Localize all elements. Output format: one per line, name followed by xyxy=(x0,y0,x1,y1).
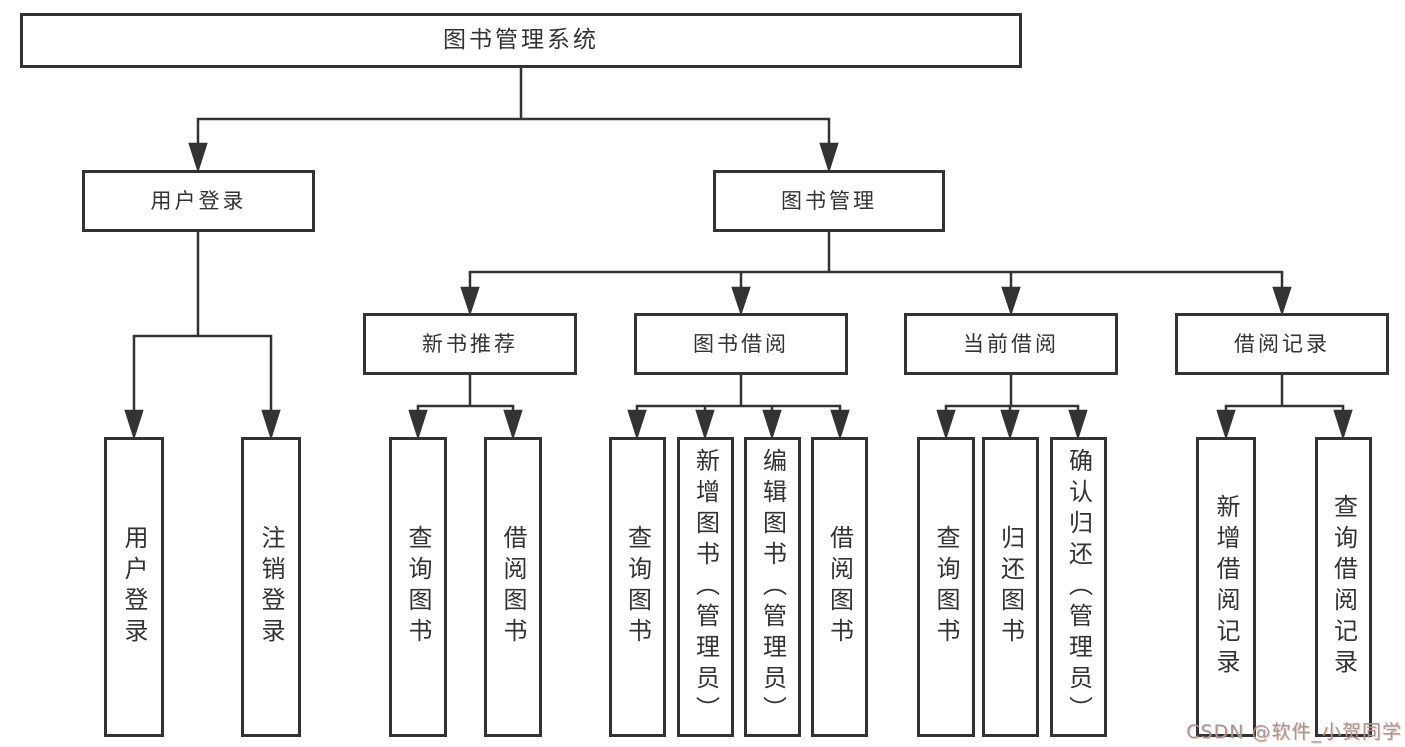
node-leaf-query-book-borrow: 查询图书 xyxy=(609,437,666,737)
node-label: 借阅记录 xyxy=(1234,331,1330,356)
connector-current-borrow-children xyxy=(936,375,1088,441)
node-library-management-system: 图书管理系统 xyxy=(20,13,1022,68)
node-label: 借阅图书 xyxy=(499,525,527,649)
node-leaf-confirm-return-admin: 确认归还（管理员） xyxy=(1050,437,1107,737)
node-label: 当前借阅 xyxy=(963,331,1059,356)
node-current-borrow: 当前借阅 xyxy=(904,313,1118,375)
connector-new-book-recommend-children xyxy=(408,375,523,441)
node-label: 注销登录 xyxy=(257,525,285,649)
connector-book-borrow-children xyxy=(627,375,850,441)
node-borrow-records: 借阅记录 xyxy=(1175,313,1389,375)
node-leaf-edit-book-admin: 编辑图书（管理员） xyxy=(744,437,801,737)
node-label: 新增借阅记录 xyxy=(1212,494,1240,680)
node-label: 查询图书 xyxy=(404,525,432,649)
node-label: 归还图书 xyxy=(996,525,1025,649)
node-label: 新增图书（管理员） xyxy=(691,447,720,727)
node-leaf-query-borrow-record: 查询借阅记录 xyxy=(1315,437,1372,737)
node-book-management: 图书管理 xyxy=(713,170,945,232)
node-label: 图书借阅 xyxy=(693,331,789,356)
node-leaf-user-login: 用户登录 xyxy=(104,437,164,737)
node-label: 图书管理系统 xyxy=(443,27,599,53)
node-leaf-borrow-book-recommend: 借阅图书 xyxy=(484,437,542,737)
connector-user-login-children xyxy=(124,232,281,441)
node-label: 用户登录 xyxy=(120,525,148,649)
connector-borrow-records-children xyxy=(1216,375,1353,441)
node-leaf-return-book: 归还图书 xyxy=(982,437,1039,737)
node-label: 查询借阅记录 xyxy=(1329,494,1358,680)
csdn-watermark: CSDN @软件_小贺同学 xyxy=(1186,721,1402,743)
connector-book-management-children xyxy=(460,232,1292,316)
node-new-book-recommend: 新书推荐 xyxy=(363,313,577,375)
node-label: 图书管理 xyxy=(781,188,877,213)
node-leaf-logout: 注销登录 xyxy=(241,437,301,737)
node-label: 查询图书 xyxy=(932,525,960,649)
node-label: 查询图书 xyxy=(623,525,652,649)
node-label: 确认归还（管理员） xyxy=(1064,447,1093,727)
node-leaf-add-book-admin: 新增图书（管理员） xyxy=(677,437,734,737)
node-user-login: 用户登录 xyxy=(82,170,315,232)
node-label: 借阅图书 xyxy=(825,525,854,649)
node-label: 编辑图书（管理员） xyxy=(758,447,787,727)
node-leaf-add-borrow-record: 新增借阅记录 xyxy=(1196,437,1256,737)
node-leaf-borrow-book-borrow: 借阅图书 xyxy=(811,437,868,737)
node-label: 新书推荐 xyxy=(422,331,518,356)
node-leaf-query-book-current: 查询图书 xyxy=(917,437,975,737)
connector-root-to-level2 xyxy=(188,68,839,174)
node-book-borrow: 图书借阅 xyxy=(634,313,848,375)
node-leaf-query-book-recommend: 查询图书 xyxy=(389,437,447,737)
node-label: 用户登录 xyxy=(150,188,247,213)
